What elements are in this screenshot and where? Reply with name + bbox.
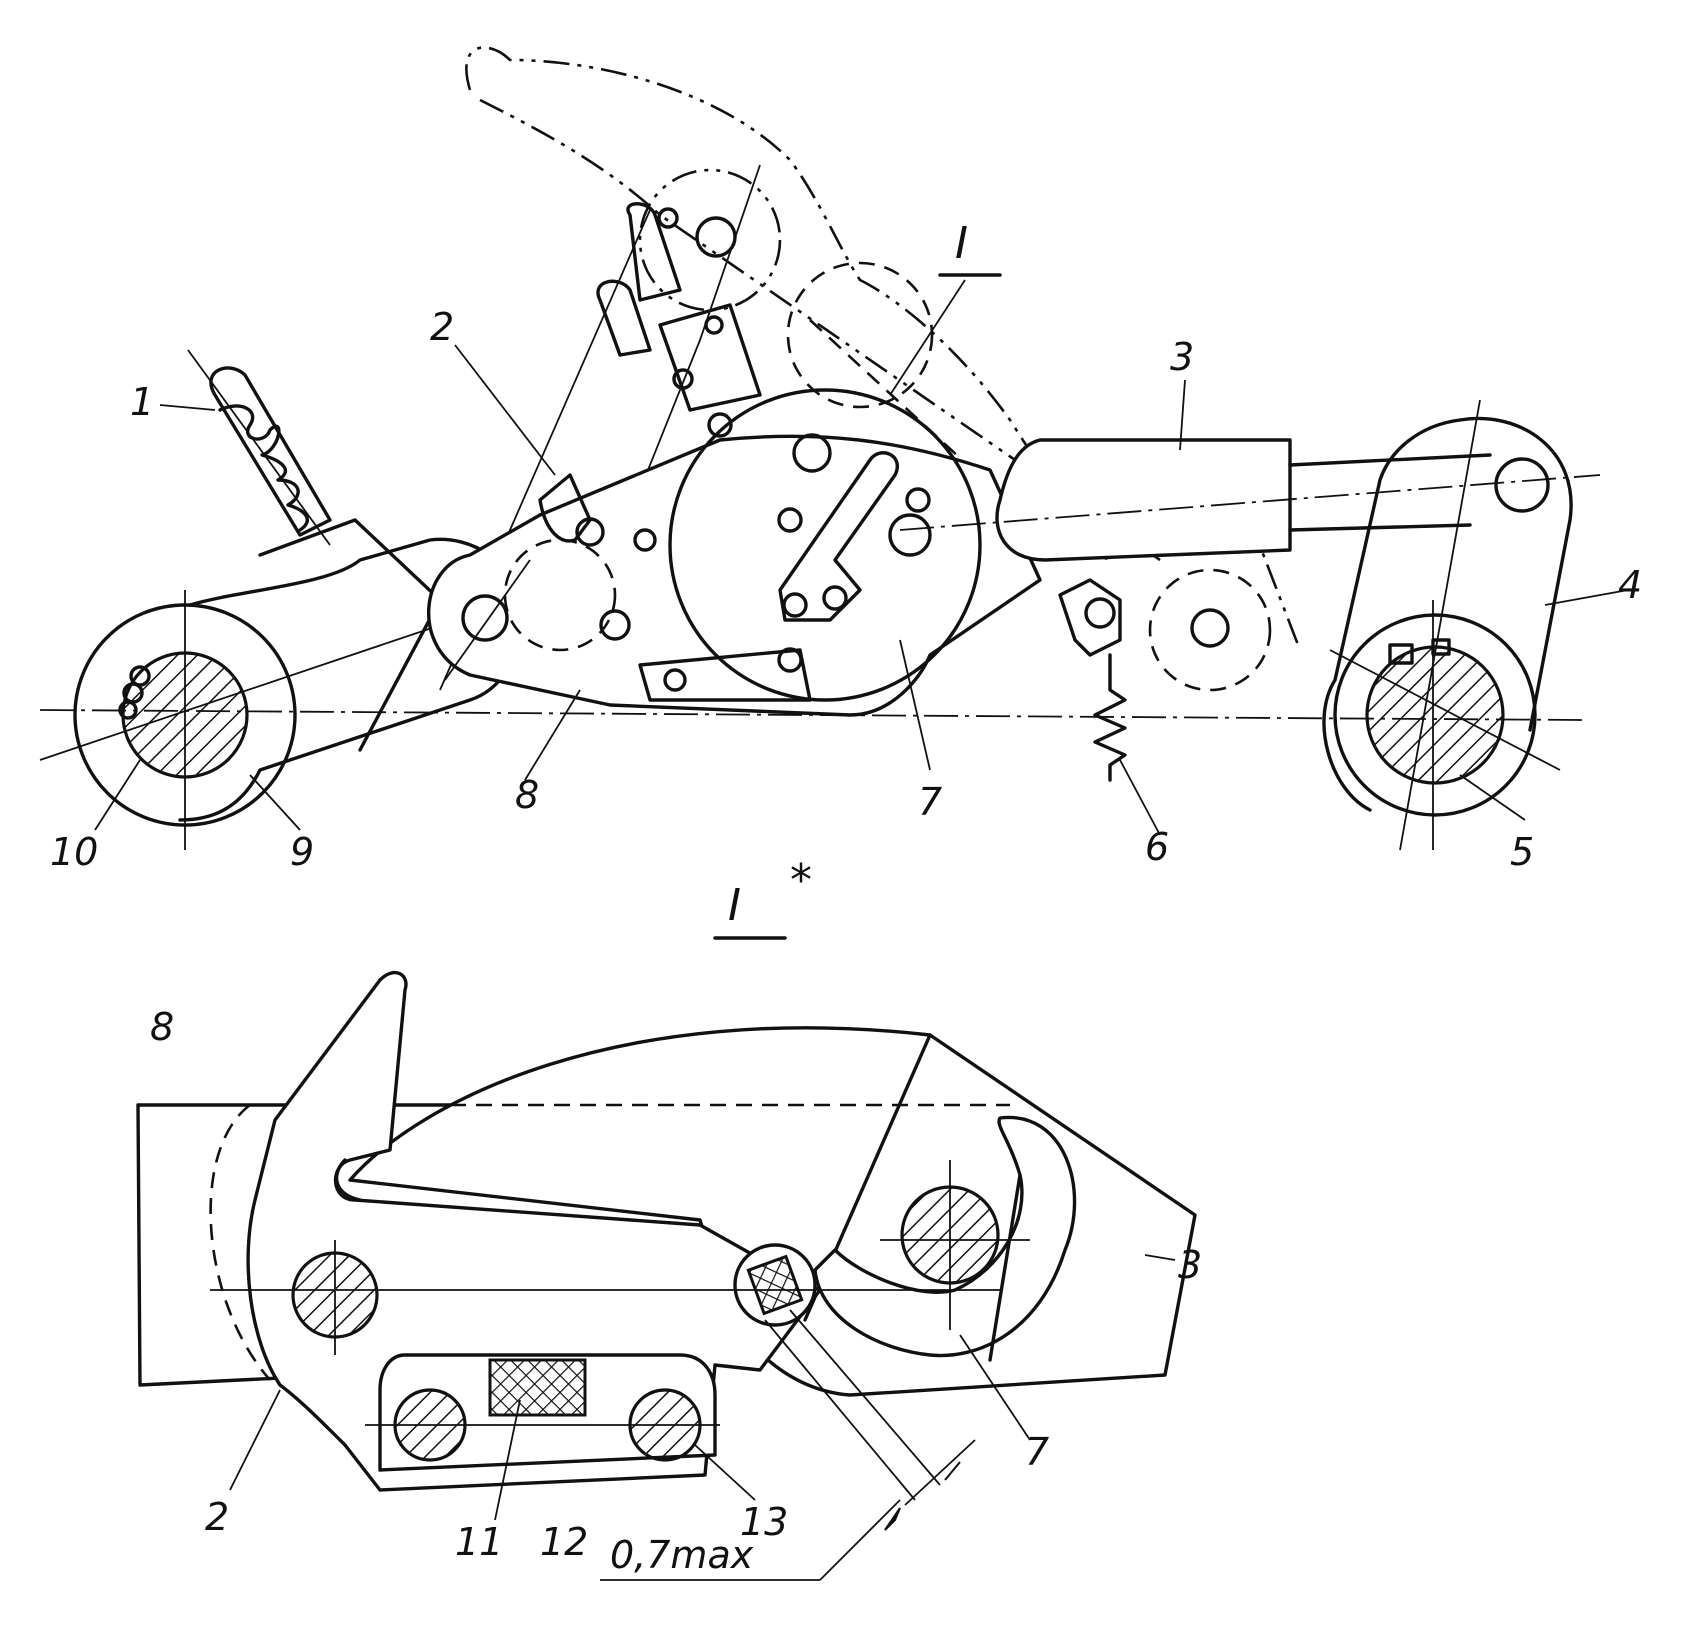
bottom-plate-pin-a	[663, 668, 687, 692]
label-6: 6	[1145, 825, 1169, 869]
label-9: 9	[290, 830, 314, 874]
upper-lever	[626, 202, 682, 302]
ball-b	[129, 665, 151, 687]
label-2: 2	[430, 305, 454, 349]
link-8-pin-a	[633, 528, 657, 552]
detail-label-12: 12	[540, 1520, 588, 1564]
phantom-pivot-circle	[638, 168, 782, 312]
roller-pin	[1190, 608, 1230, 648]
link-8	[426, 434, 1042, 717]
lever-4	[1322, 416, 1573, 812]
detail-view: I *	[136, 855, 1202, 1581]
latch-7-pin-c	[822, 585, 848, 611]
detail-label-8: 8	[150, 1005, 174, 1049]
phantom-lower-circle	[1148, 568, 1272, 692]
pawl-2-pin	[575, 517, 605, 547]
lever-4-axis	[1399, 399, 1481, 851]
label-8: 8	[515, 773, 539, 817]
latch-7-pin-right	[905, 487, 931, 513]
phantom-hook-lower	[479, 98, 1161, 562]
label-4: 4	[1618, 563, 1642, 607]
detail-latch-7-edge	[988, 1173, 1022, 1362]
detail-label-11: 11	[455, 1520, 503, 1564]
shaft-5-section	[1365, 645, 1505, 785]
detail-label-13: 13	[740, 1500, 788, 1544]
lever-4-pin	[1494, 457, 1550, 513]
upper-pin-a	[657, 207, 679, 229]
upper-link	[596, 279, 652, 357]
detail-part-11	[488, 1358, 587, 1417]
detail-roller-insert	[746, 1254, 804, 1316]
cam-left-dash	[503, 538, 617, 652]
hub-5-axis	[1329, 649, 1561, 771]
label-5: 5	[1510, 830, 1534, 874]
link-8-bottom-plate	[638, 648, 812, 702]
detail-label-7: 7	[1025, 1430, 1049, 1474]
detail-leaders	[229, 1254, 1176, 1521]
detail-title: I	[728, 880, 741, 931]
latch-7	[778, 451, 899, 622]
link-8-pin-c	[707, 412, 733, 438]
section-mark-leader	[889, 279, 966, 396]
ball-c	[118, 700, 138, 720]
main-view-leaders	[94, 344, 1629, 836]
label-10: 10	[50, 830, 98, 874]
cam-disc	[668, 388, 982, 702]
rod-3	[995, 438, 1292, 562]
rod-3-extension	[1288, 453, 1492, 532]
upper-pin-c	[704, 315, 724, 335]
rod-3-axis	[899, 474, 1601, 531]
main-view: I 1 2 3 4 5 6 7 8 9 10	[39, 46, 1642, 874]
section-mark: I	[955, 218, 968, 269]
upper-pin-d	[672, 368, 694, 390]
dimension-note: 0,7max	[610, 1533, 754, 1577]
detail-latch-7	[813, 1115, 1077, 1358]
latch-7-pin-b	[782, 592, 808, 618]
upper-pin-b	[695, 216, 737, 258]
latch-7-pin-a	[777, 507, 803, 533]
detail-dashed-arc	[209, 1103, 271, 1381]
link-8-pin-b	[599, 609, 631, 641]
link-8-left-pin	[461, 594, 509, 642]
detail-label-3: 3	[1178, 1243, 1202, 1287]
lever-9-block	[258, 518, 442, 752]
dimension-gap	[600, 1309, 976, 1581]
shaft-5-key-a	[1388, 643, 1414, 665]
label-3: 3	[1170, 335, 1194, 379]
latch-7-pin-top	[792, 433, 832, 473]
phantom-roller-circle	[786, 261, 934, 409]
hub-5	[1333, 613, 1537, 817]
spring-1	[187, 349, 332, 546]
label-1: 1	[130, 380, 154, 424]
upper-plate	[658, 303, 762, 412]
detail-pawl-2-notch	[334, 1158, 362, 1202]
detail-label-2: 2	[205, 1495, 229, 1539]
pawl-2-main	[538, 473, 592, 543]
bottom-plate-pin-b	[777, 647, 803, 673]
phantom-hook	[465, 46, 1302, 651]
spring-6	[1058, 578, 1127, 782]
detail-title-mark: *	[790, 855, 812, 906]
latch-7-pin-center	[888, 513, 932, 557]
label-7: 7	[918, 780, 942, 824]
link-8-pin-axis	[444, 559, 531, 681]
